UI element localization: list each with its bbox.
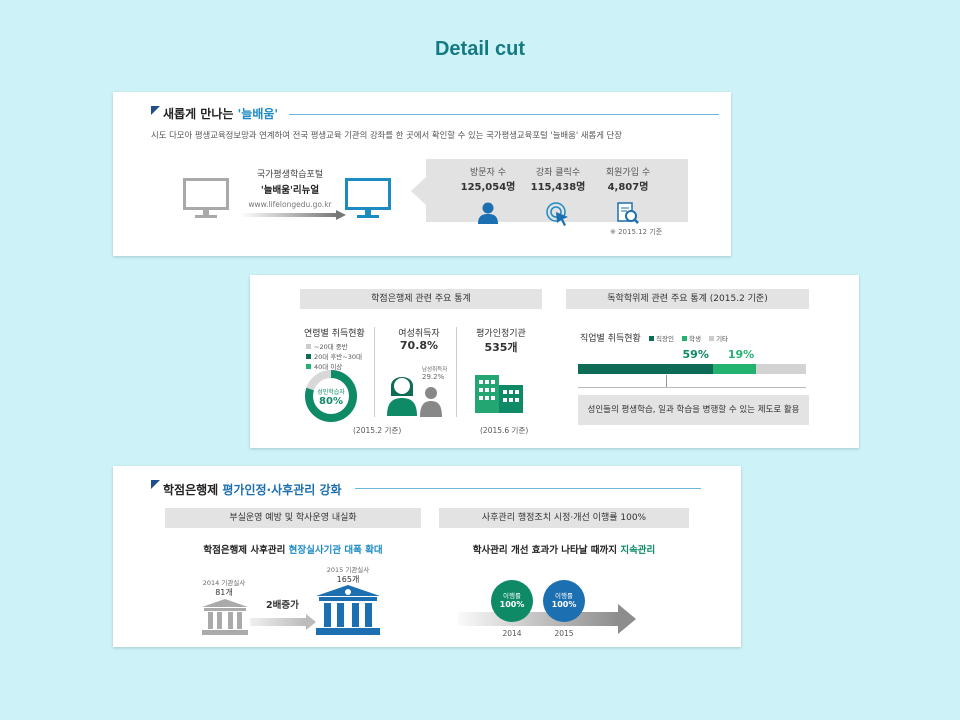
- job-value-workers: 59%: [682, 348, 709, 361]
- year2014-block: 2014 기관실사 81개: [199, 577, 249, 598]
- card1-heading-prefix: 새롭게 만나는: [163, 107, 238, 121]
- renewal-arrow: [240, 210, 346, 220]
- document-search-icon: [616, 201, 640, 225]
- male-label: 남성취득자: [422, 367, 448, 373]
- year-label-2014: 2014: [502, 629, 522, 638]
- job-bar-workers: [578, 364, 713, 374]
- right-subheading: 학사관리 개선 효과가 나타날 때까지 지속관리: [472, 545, 656, 556]
- year2015-value: 165개: [336, 575, 360, 584]
- rate-label: 이행률: [503, 592, 521, 600]
- card1-heading-highlight: '늘배움': [237, 107, 279, 121]
- heading-marker: [151, 106, 160, 115]
- growth-arrow: [250, 614, 316, 630]
- divider: [456, 327, 457, 417]
- heading-marker: [151, 480, 160, 489]
- legend-item: 학생: [682, 335, 701, 343]
- job-caption: 성인들의 평생학습, 일과 학습을 병행할 수 있는 제도로 활용: [578, 395, 809, 425]
- self-degree-header: 독학학위제 관련 주요 통계 (2015.2 기준): [566, 289, 809, 309]
- legend-item: 직장인: [649, 335, 674, 343]
- click-icon: [545, 201, 571, 227]
- card3-heading-highlight: 평가인정·사후관리 강화: [222, 483, 342, 497]
- card1-description: 시도 다모아 평생교육정보망과 연계하여 전국 평생교육 기관의 강좌를 한 곳…: [151, 130, 622, 140]
- left-subheading: 학점은행제 사후관리 현장실사기관 대폭 확대: [203, 545, 383, 556]
- card1-heading: 새롭게 만나는 '늘배움': [163, 105, 278, 122]
- age-donut-chart: [304, 369, 358, 423]
- heading-rule: [355, 488, 701, 489]
- job-legend: 직장인 학생 기타: [649, 333, 728, 343]
- year2014-label: 2014 기관실사: [202, 579, 246, 587]
- job-title: 직업별 취득현황: [580, 334, 641, 344]
- divider: [374, 327, 375, 417]
- institution-2014-icon: [202, 599, 248, 635]
- portal-name: 국가평생학습포털 '늘배움'리뉴얼 www.lifelongedu.go.kr: [240, 167, 340, 209]
- male-figure-icon: [419, 385, 443, 417]
- stat-clicks: 강좌 클릭수 115,438명: [523, 165, 593, 227]
- female-block: 여성취득자 70.8%: [381, 326, 457, 352]
- left-header: 부실운영 예방 및 학사운영 내실화: [165, 508, 421, 528]
- donut-value: 80%: [319, 396, 343, 407]
- stat-value: 115,438명: [530, 182, 586, 193]
- male-value: 29.2%: [422, 373, 445, 381]
- portal-line2: '늘배움'리뉴얼: [260, 185, 320, 196]
- age-legend: ~20대 중반 20대 후반~30대 40대 이상: [306, 342, 362, 372]
- stat-value: 125,054명: [460, 182, 516, 193]
- legend-item: ~20대 중반: [306, 342, 362, 352]
- right-header: 사후관리 행정조치 시정·개선 이행률 100%: [439, 508, 689, 528]
- stats-panel: [426, 159, 688, 222]
- female-figure-icon: [385, 370, 419, 416]
- rate-value: 100%: [551, 600, 577, 609]
- stats-panel-pointer: [411, 177, 426, 205]
- new-monitor-icon: [345, 178, 391, 220]
- institution-2015-icon: [316, 585, 380, 635]
- stats-card: 학점은행제 관련 주요 통계 독학학위제 관련 주요 통계 (2015.2 기준…: [250, 275, 859, 448]
- stat-value: 4,807명: [607, 182, 649, 193]
- stat-visitors: 방문자 수 125,054명: [453, 165, 523, 224]
- job-value-students: 19%: [727, 348, 755, 361]
- user-icon: [477, 202, 499, 224]
- year-label-2015: 2015: [554, 629, 574, 638]
- age-donut-label: 성인학습자 80%: [304, 387, 358, 407]
- org-value: 535개: [484, 341, 518, 354]
- building-icon: [475, 375, 523, 413]
- age-title: 연령별 취득현황: [304, 329, 365, 339]
- donut-caption: 성인학습자: [317, 389, 345, 396]
- credit-bank-header: 학점은행제 관련 주요 통계: [300, 289, 542, 309]
- date-left: (2015.2 기준): [353, 426, 402, 435]
- card3-heading: 학점은행제 평가인정·사후관리 강화: [163, 481, 342, 498]
- portal-url: www.lifelongedu.go.kr: [248, 200, 332, 209]
- legend-item: 20대 후반~30대: [306, 352, 362, 362]
- stats-note: ※ 2015.12 기준: [610, 228, 663, 236]
- stat-label: 방문자 수: [470, 168, 506, 178]
- page-title: Detail cut: [434, 38, 526, 60]
- job-bar-students: [712, 364, 756, 374]
- portal-card: 새롭게 만나는 '늘배움' 시도 다모아 평생교육정보망과 연계하여 전국 평생…: [113, 92, 731, 256]
- card3-heading-prefix: 학점은행제: [163, 483, 223, 497]
- job-connector: [666, 375, 667, 387]
- female-value: 70.8%: [399, 339, 439, 352]
- female-title: 여성취득자: [398, 329, 440, 339]
- legend-item: 40대 이상: [306, 362, 362, 372]
- portal-line1: 국가평생학습포털: [256, 170, 324, 180]
- legend-item: 기타: [709, 335, 728, 343]
- rate-value: 100%: [499, 600, 525, 609]
- year2014-value: 81개: [215, 588, 233, 597]
- heading-rule: [289, 114, 719, 115]
- rate-label: 이행률: [555, 592, 573, 600]
- growth-label: 2배증가: [266, 600, 299, 611]
- old-monitor-icon: [183, 178, 229, 220]
- org-title: 평가인정기관: [476, 329, 526, 339]
- stat-label: 회원가입 수: [605, 168, 651, 178]
- job-connector-base: [578, 387, 806, 388]
- org-block: 평가인정기관 535개: [462, 326, 540, 355]
- stat-label: 강좌 클릭수: [535, 168, 581, 178]
- accreditation-card: 학점은행제 평가인정·사후관리 강화 부실운영 예방 및 학사운영 내실화 학점…: [113, 466, 741, 647]
- rate-circle-2014: 이행률 100%: [491, 580, 533, 622]
- year2015-label: 2015 기관실사: [326, 566, 370, 574]
- stat-signups: 회원가입 수 4,807명: [593, 165, 663, 225]
- rate-circle-2015: 이행률 100%: [543, 580, 585, 622]
- adult-learner-arc: [305, 370, 357, 422]
- male-label-block: 남성취득자 29.2%: [422, 365, 447, 381]
- year2015-block: 2015 기관실사 165개: [323, 564, 373, 585]
- date-right: (2015.6 기준): [480, 426, 529, 435]
